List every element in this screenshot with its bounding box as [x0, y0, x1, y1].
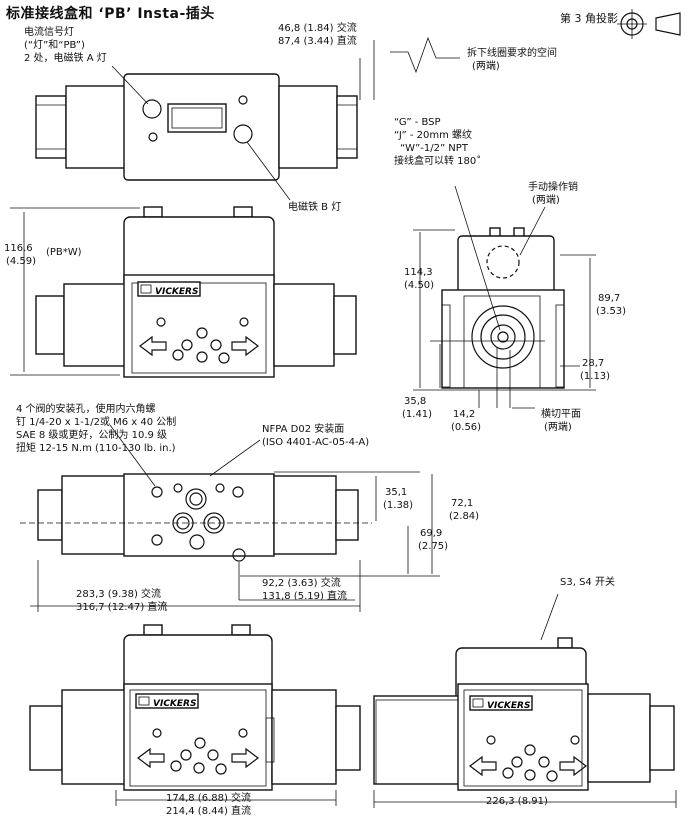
- leader-line: [246, 141, 291, 201]
- indicator-light-label-2: (“灯”和“PB”): [24, 40, 85, 51]
- mount-holes-3: SAE 8 级或更好，公制为 10.9 级: [16, 430, 168, 441]
- break-line: [390, 36, 460, 74]
- dim-89-mm: 89,7: [598, 293, 621, 304]
- bottom-front-buttons: [137, 728, 259, 775]
- dim-131-dc: 131,8 (5.19) 直流: [262, 591, 348, 602]
- dim-top-ac: 46,8 (1.84) 交流: [278, 23, 357, 34]
- leader-line: [519, 206, 546, 256]
- leader-line: [454, 185, 501, 331]
- dim-72-mm: 72,1: [451, 498, 474, 509]
- switch-view-buttons: [469, 735, 587, 782]
- mount-holes-4: 扭矩 12-15 N.m (110-130 lb. in.): [16, 443, 176, 454]
- page-title: 标准接线盒和 ‘PB’ Insta-插头: [6, 6, 215, 22]
- thread-info-2: “J” - 20mm 螺纹: [394, 130, 473, 141]
- dim-69-in: (2.75): [418, 541, 449, 552]
- dim-214-dc: 214,4 (8.44) 直流: [166, 806, 252, 817]
- bottom-front-vickers-logo: VICKERS: [135, 693, 199, 709]
- dim-116-in: (4.59): [6, 256, 37, 267]
- dim-92-ac: 92,2 (3.63) 交流: [262, 578, 341, 589]
- leader-line: [209, 439, 261, 477]
- dim-14-in: (0.56): [451, 422, 482, 433]
- left-arrow-icon: [137, 747, 165, 769]
- top-view-valve: [35, 73, 358, 181]
- projection-symbol-icon: [617, 9, 681, 39]
- dim-114-in: (4.50): [404, 280, 435, 291]
- coil-removal-label-1: 拆下线圈要求的空间: [467, 48, 557, 59]
- dim-35-in: (1.41): [402, 409, 433, 420]
- projection-label: 第 3 角投影: [560, 12, 618, 25]
- dim-114-mm: 114,3: [404, 267, 433, 278]
- left-arrow-icon: [139, 335, 167, 357]
- right-arrow-icon: [231, 335, 259, 357]
- indicator-light-label-3: 2 处，电磁铁 A 灯: [24, 53, 107, 64]
- thread-info-4: 接线盒可以转 180˚: [394, 156, 482, 167]
- dim-35-1-mm: 35,1: [385, 487, 408, 498]
- mount-holes-1: 4 个阀的安装孔，使用内六角螺: [16, 404, 156, 415]
- cross-plane-label-2: (两端): [544, 422, 572, 433]
- coil-b-light-label: 电磁铁 B 灯: [288, 202, 342, 213]
- vickers-logo-text: VICKERS: [153, 699, 196, 709]
- right-arrow-icon: [559, 755, 587, 777]
- cross-plane-label-1: 横切平面: [541, 409, 581, 420]
- front-view-buttons: [139, 317, 259, 364]
- nfpa-label-2: (ISO 4401-AC-05-4-A): [262, 437, 370, 448]
- dim-283-ac: 283,3 (9.38) 交流: [76, 589, 162, 600]
- manual-override-label-2: (两端): [532, 195, 560, 206]
- vickers-logo-text: VICKERS: [487, 701, 530, 711]
- dim-174-ac: 174,8 (6.88) 交流: [166, 793, 252, 804]
- dim-316-dc: 316,7 (12.47) 直流: [76, 602, 168, 613]
- switch-view-vickers-logo: VICKERS: [469, 695, 533, 711]
- leader-line: [109, 424, 156, 487]
- dim-116-mm: 116.6: [4, 243, 33, 254]
- right-arrow-icon: [231, 747, 259, 769]
- dim-top-dc: 87,4 (3.44) 直流: [278, 36, 357, 47]
- pbw-label: (PB*W): [46, 247, 82, 258]
- leader-line: [111, 65, 149, 105]
- thread-info-3: “W”-1/2” NPT: [400, 143, 468, 154]
- dim-28-mm: 28,7: [582, 358, 605, 369]
- dim-35-mm: 35,8: [404, 396, 427, 407]
- mounting-face-view: [37, 473, 359, 562]
- indicator-light-label-1: 电流信号灯: [24, 27, 74, 38]
- nfpa-label-1: NFPA D02 安装面: [262, 424, 345, 435]
- dim-226: 226,3 (8.91): [486, 796, 548, 807]
- front-view-vickers-logo: VICKERS: [137, 281, 201, 297]
- end-view-valve: [441, 227, 565, 389]
- dim-14-mm: 14,2: [453, 409, 476, 420]
- dim-28-in: (1.13): [580, 371, 611, 382]
- dim-69-mm: 69,9: [420, 528, 443, 539]
- dim-72-in: (2.84): [449, 511, 480, 522]
- coil-removal-label-2: (两端): [472, 61, 500, 72]
- manual-override-label-1: 手动操作销: [528, 182, 578, 193]
- leader-line: [540, 593, 559, 641]
- thread-info-1: “G” - BSP: [394, 117, 441, 128]
- left-arrow-icon: [469, 755, 497, 777]
- dim-35-1-in: (1.38): [383, 500, 414, 511]
- vickers-logo-text: VICKERS: [155, 287, 198, 297]
- dim-89-in: (3.53): [596, 306, 627, 317]
- mount-holes-2: 钉 1/4-20 x 1-1/2或 M6 x 40 公制: [16, 417, 177, 428]
- switch-view-valve: [373, 637, 675, 791]
- switch-label: S3, S4 开关: [560, 577, 615, 588]
